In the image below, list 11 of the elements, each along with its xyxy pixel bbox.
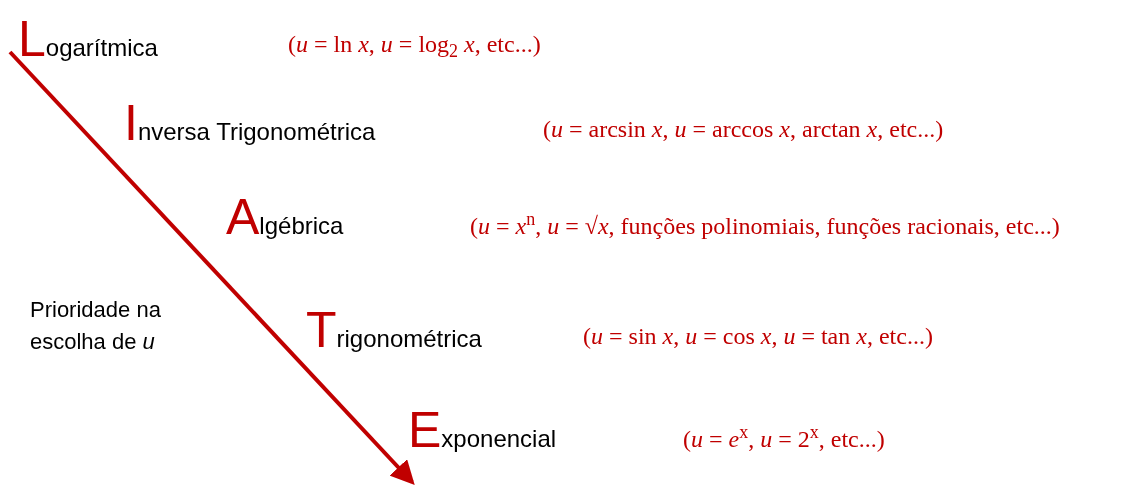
math-examples: (u = sin x, u = cos x, u = tan x, etc...) — [583, 322, 933, 351]
math-examples: (u = x$^{n}$, u = √x, funções polinomiais, funções racionais, etc...) — [470, 210, 1061, 241]
category-heading: Trigonométrica — [306, 305, 482, 355]
category-heading: Inversa Trigonométrica — [124, 98, 376, 148]
math-examples: (u = e$^{x}$, u = 2$^{x}$, etc...) — [683, 423, 885, 454]
math-examples: (u = ln x, u = log$_{2}$ x, etc...) — [288, 30, 541, 62]
category-heading: Exponencial — [408, 405, 557, 455]
category-heading: Logarítmica — [18, 14, 158, 64]
category-heading: Algébrica — [226, 192, 344, 242]
axis-note: Prioridade na escolha de u — [30, 296, 162, 356]
math-examples: (u = arcsin x, u = arccos x, arctan x, etc...) — [543, 115, 944, 144]
